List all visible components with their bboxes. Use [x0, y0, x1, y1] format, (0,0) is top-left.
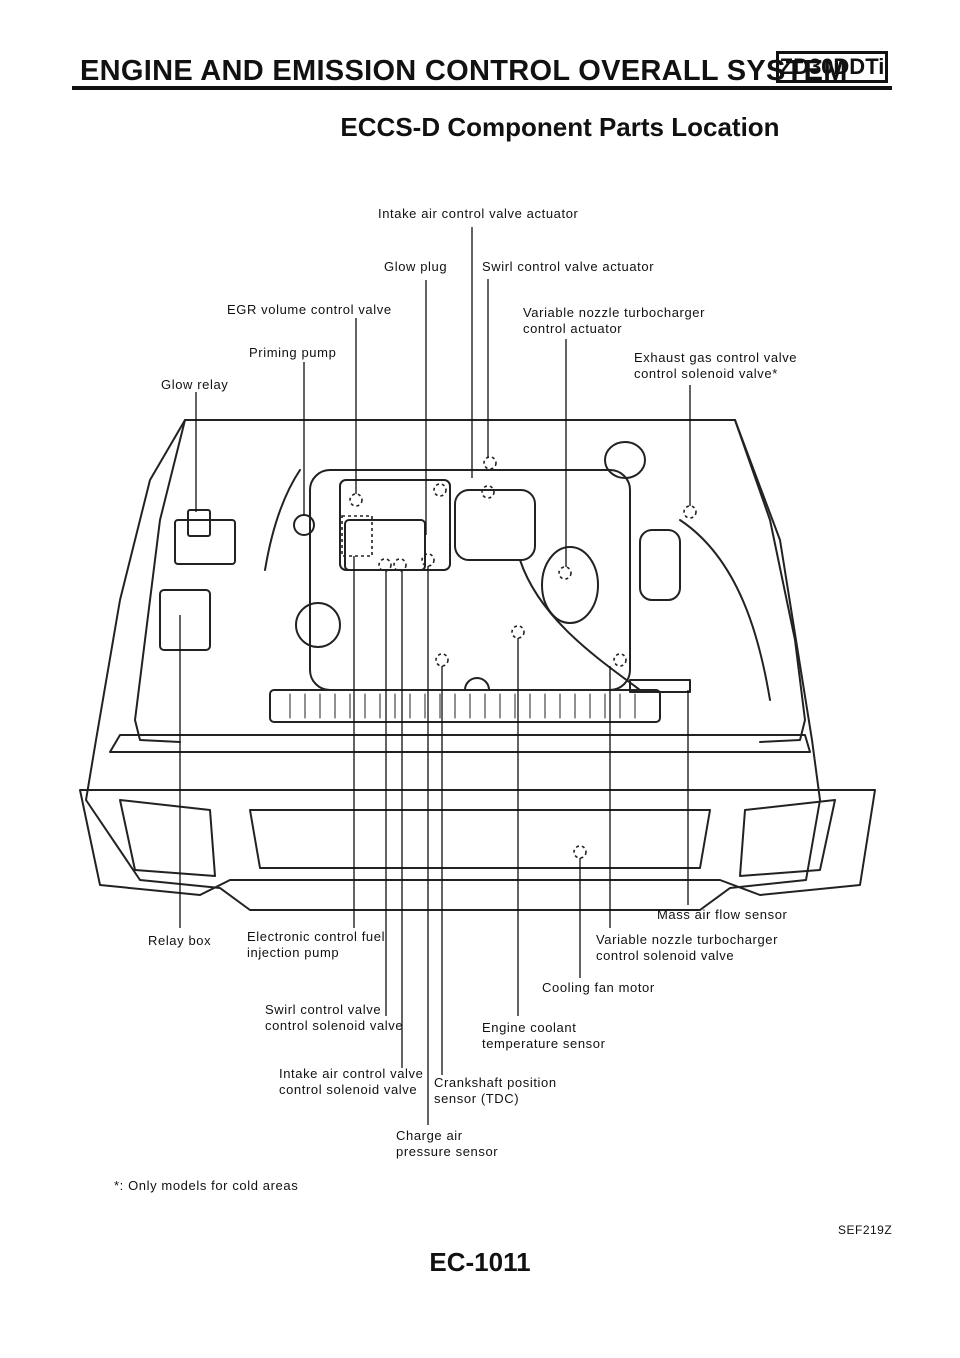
radiator-core: [269, 689, 661, 723]
marker-coolant: [511, 625, 525, 639]
marker-vn-solenoid: [613, 653, 627, 667]
label-glow-plug: Glow plug: [384, 259, 448, 274]
radiator-fins: [289, 693, 636, 719]
marker-crankshaft: [421, 553, 435, 567]
air-cleaner-cap: [604, 441, 646, 479]
label-cooling-fan-motor: Cooling fan motor: [542, 980, 655, 995]
turbo-snail: [541, 546, 599, 624]
label-vn-turbo-actuator-line1: Variable nozzle turbocharger: [523, 305, 706, 320]
label-engine-coolant-line2: temperature sensor: [482, 1036, 606, 1051]
marker-cooling-fan: [573, 845, 587, 859]
header-title: ENGINE AND EMISSION CONTROL OVERALL SYST…: [80, 55, 848, 87]
page-number: EC-1011: [429, 1247, 531, 1277]
model-badge: ZD30DDTi: [776, 51, 888, 83]
glow-relay-shape: [187, 509, 211, 537]
heater-hose: [264, 469, 301, 571]
label-crankshaft-line2: sensor (TDC): [434, 1091, 520, 1106]
maf-sensor-body: [629, 679, 691, 693]
label-charge-air-line2: pressure sensor: [396, 1144, 499, 1159]
marker-intake-solenoid: [393, 558, 407, 572]
intake-hose: [519, 559, 641, 691]
marker-swirl-solenoid: [378, 558, 392, 572]
label-engine-coolant-line1: Engine coolant: [482, 1020, 577, 1035]
label-mass-air-flow-sensor: Mass air flow sensor: [657, 907, 788, 922]
section-title: ECCS-D Component Parts Location: [340, 112, 780, 142]
front-grille: [79, 789, 876, 896]
label-fuel-injection-pump-line1: Electronic control fuel: [247, 929, 386, 944]
grille-opening-left: [119, 799, 216, 877]
label-intake-solenoid-line1: Intake air control valve: [279, 1066, 424, 1081]
label-glow-relay: Glow relay: [161, 377, 229, 392]
air-duct: [679, 519, 771, 701]
injection-pump-body: [344, 519, 426, 571]
label-charge-air-line1: Charge air: [396, 1128, 463, 1143]
label-vn-turbo-actuator-line2: control actuator: [523, 321, 623, 336]
turbo-housing: [454, 489, 536, 561]
label-swirl-solenoid-line2: control solenoid valve: [265, 1018, 404, 1033]
label-intake-air-control-valve-actuator: Intake air control valve actuator: [378, 206, 579, 221]
figure-id: SEF219Z: [838, 1223, 893, 1237]
reservoir-tank: [295, 602, 341, 648]
marker-charge-air: [435, 653, 449, 667]
label-priming-pump: Priming pump: [249, 345, 337, 360]
air-cleaner: [639, 529, 681, 601]
marker-vn-actuator: [558, 566, 572, 580]
engine-block: [309, 469, 631, 691]
marker-intake-actuator: [481, 485, 495, 499]
marker-exhaust-solenoid: [683, 505, 697, 519]
label-fuel-injection-pump-line2: injection pump: [247, 945, 340, 960]
inner-fender-left: [134, 419, 186, 743]
inner-fender-right: [734, 419, 806, 743]
grille-opening-right: [739, 799, 836, 877]
relay-box-shape: [159, 589, 211, 651]
radiator-cap: [464, 677, 490, 691]
label-exhaust-gas-solenoid-line2: control solenoid valve*: [634, 366, 778, 381]
label-crankshaft-line1: Crankshaft position: [434, 1075, 557, 1090]
radiator-support: [109, 734, 811, 753]
footnote: *: Only models for cold areas: [114, 1178, 299, 1193]
label-intake-solenoid-line2: control solenoid valve: [279, 1082, 418, 1097]
label-exhaust-gas-solenoid-line1: Exhaust gas control valve: [634, 350, 798, 365]
label-vn-turbo-solenoid-line1: Variable nozzle turbocharger: [596, 932, 779, 947]
label-swirl-solenoid-line1: Swirl control valve: [265, 1002, 382, 1017]
marker-glow-plug: [433, 483, 447, 497]
label-relay-box: Relay box: [148, 933, 212, 948]
battery: [174, 519, 236, 565]
label-egr-volume-control-valve: EGR volume control valve: [227, 302, 392, 317]
marker-egr: [349, 493, 363, 507]
header-rule: [72, 86, 892, 90]
marker-swirl-actuator: [483, 456, 497, 470]
label-vn-turbo-solenoid-line2: control solenoid valve: [596, 948, 735, 963]
marker-injection-pump: [341, 515, 373, 557]
grille-opening-center: [249, 809, 711, 869]
label-swirl-control-valve-actuator: Swirl control valve actuator: [482, 259, 655, 274]
